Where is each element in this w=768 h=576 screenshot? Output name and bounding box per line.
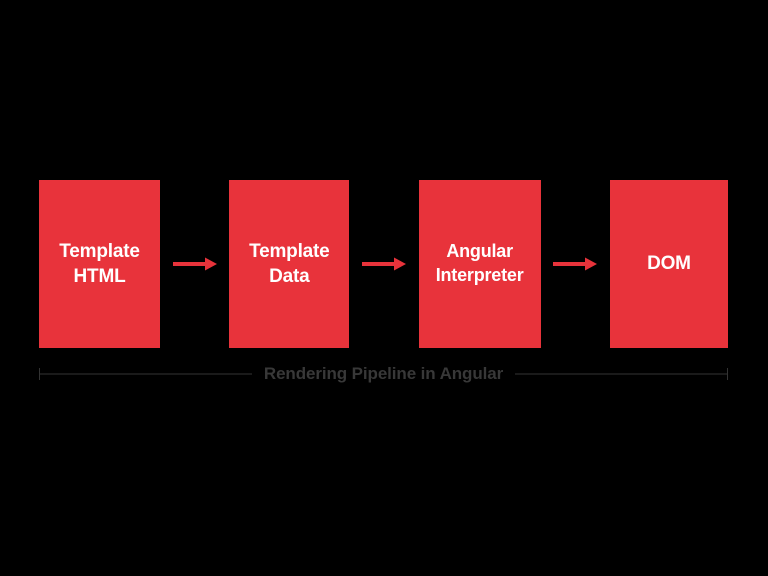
connector-arrow-2 xyxy=(352,180,416,348)
caption-rule-left xyxy=(39,368,252,380)
pipeline-stage-row: Template HTML Template Data Angular Inte… xyxy=(39,180,728,348)
caption-rule-right-line xyxy=(515,373,728,375)
caption-rule-left-line xyxy=(39,373,252,375)
caption-rule-left-cap xyxy=(39,368,40,380)
stage-template-data-label: Template Data xyxy=(249,240,330,287)
stage-angular-interpreter-label: Angular Interpreter xyxy=(435,241,524,285)
stage-dom: DOM xyxy=(609,180,728,348)
caption-rule-right xyxy=(515,368,728,380)
stage-angular-interpreter: Angular Interpreter xyxy=(418,180,541,348)
stage-template-html-label: Template HTML xyxy=(59,240,140,287)
diagram-caption-row: Rendering Pipeline in Angular xyxy=(39,364,728,384)
connector-arrow-3 xyxy=(543,180,607,348)
arrow-right-icon xyxy=(361,257,406,271)
arrow-right-icon xyxy=(553,257,598,271)
stage-template-data: Template Data xyxy=(229,180,350,348)
caption-rule-right-cap xyxy=(727,368,728,380)
stage-dom-label: DOM xyxy=(647,253,691,275)
arrow-right-icon xyxy=(172,257,217,271)
connector-arrow-1 xyxy=(163,180,227,348)
stage-template-html: Template HTML xyxy=(39,180,160,348)
diagram-caption: Rendering Pipeline in Angular xyxy=(263,364,504,383)
